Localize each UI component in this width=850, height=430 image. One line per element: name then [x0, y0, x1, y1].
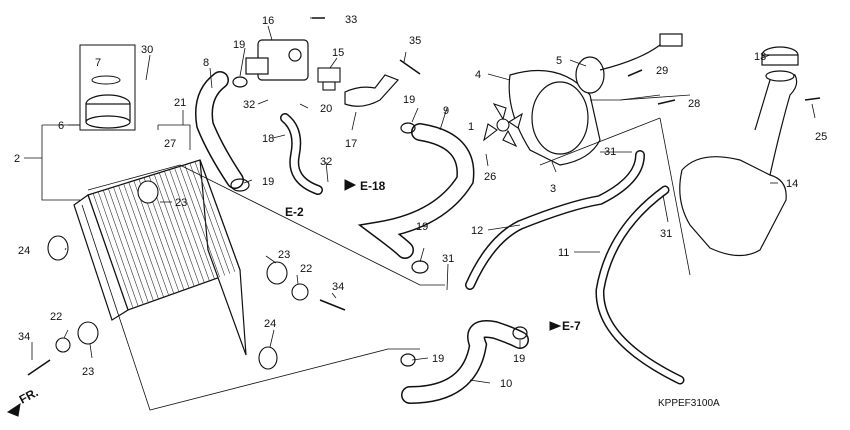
part-label-2: 2: [14, 153, 20, 165]
part-label-30: 30: [141, 44, 153, 56]
part-label-15: 15: [332, 47, 344, 59]
part-label-10: 10: [500, 378, 512, 390]
part-label-6: 6: [58, 120, 64, 132]
fan-shroud: [508, 33, 683, 166]
hose-11-inner: [596, 187, 683, 383]
reference-arrows: [6, 179, 562, 417]
part-group-box-6: [79, 44, 136, 131]
water-pipe: [344, 74, 400, 107]
part-label-8: 8: [203, 57, 209, 69]
o-ring-7: [91, 75, 121, 85]
hose-18-inner: [281, 114, 322, 194]
part-label-18: 18: [262, 133, 274, 145]
radiator-fin: [108, 188, 149, 303]
part-label-32b: 32: [320, 156, 332, 168]
part-label-1: 1: [468, 121, 474, 133]
radiator-fin: [92, 193, 134, 309]
part-label-24a: 24: [18, 245, 30, 257]
radiator-fin: [113, 186, 154, 302]
radiator-fin: [97, 191, 139, 307]
part-label-4: 4: [475, 69, 481, 81]
radiator-fin: [174, 167, 215, 280]
hose-11: [595, 185, 685, 385]
hose-12-inner: [466, 151, 644, 289]
part-label-19a: 19: [233, 39, 245, 51]
radiator-fin: [158, 172, 200, 285]
part-label-19c: 19: [262, 176, 274, 188]
part-label-35: 35: [409, 35, 421, 47]
part-label-26: 26: [484, 171, 496, 183]
part-label-34a: 34: [332, 281, 344, 293]
part-label-29: 29: [656, 65, 668, 77]
lower-hose-inner: [402, 321, 528, 403]
part-label-28: 28: [688, 98, 700, 110]
radiator-fin: [179, 166, 220, 278]
thermo-sensor: [317, 67, 341, 91]
reference-e18: E-18: [360, 179, 386, 193]
radiator-fin: [123, 183, 164, 298]
radiator-fin: [153, 174, 195, 287]
reference-e7: E-7: [562, 319, 581, 333]
part-label-9: 9: [443, 105, 449, 117]
thermostat-housing: [245, 39, 309, 81]
radiator-cap: [85, 94, 131, 129]
part-label-23a: 23: [175, 197, 187, 209]
diagram-code: KPPEF3100A: [658, 398, 720, 409]
part-label-31b: 31: [660, 228, 672, 240]
reference-e2: E-2: [285, 205, 304, 219]
radiator-fin: [169, 169, 210, 282]
part-labels: 1 2 3 4 5 6 7 8 9 10 11 12 13 14 15 16 1…: [14, 14, 827, 390]
part-label-11: 11: [558, 247, 569, 259]
hose-8-inner: [196, 72, 243, 188]
radiator-fin: [102, 190, 144, 305]
leader-lines: [24, 17, 816, 411]
part-label-20: 20: [320, 103, 332, 115]
part-label-19d: 19: [416, 221, 428, 233]
part-label-31a: 31: [604, 146, 616, 158]
part-label-22b: 22: [50, 311, 62, 323]
part-label-23b: 23: [278, 249, 290, 261]
radiator-fins: [92, 161, 236, 309]
part-label-16: 16: [262, 15, 274, 27]
part-label-34b: 34: [18, 331, 30, 343]
part-label-22a: 22: [300, 263, 312, 275]
part-label-32a: 32: [243, 99, 255, 111]
part-label-27: 27: [164, 138, 176, 150]
radiator-fin: [184, 164, 226, 276]
part-label-17: 17: [345, 138, 357, 150]
part-label-21: 21: [174, 97, 186, 109]
part-label-12: 12: [471, 225, 483, 237]
radiator-fin: [118, 185, 159, 300]
part-label-3: 3: [550, 183, 556, 195]
part-label-19f: 19: [513, 353, 525, 365]
collars: [55, 283, 309, 353]
part-label-24b: 24: [264, 318, 276, 330]
part-label-19e: 19: [432, 353, 444, 365]
part-label-33: 33: [345, 14, 357, 26]
part-label-23c: 23: [82, 366, 94, 378]
upper-hose-inner: [361, 124, 473, 258]
part-label-14: 14: [786, 178, 798, 190]
part-label-13: 13: [754, 51, 766, 63]
part-label-7: 7: [95, 57, 101, 69]
radiator-fin: [164, 171, 205, 283]
reservoir-cap: [761, 46, 799, 82]
radiator-fin: [128, 182, 170, 296]
radiator-fin: [189, 163, 231, 274]
part-label-25: 25: [815, 131, 827, 143]
part-label-31c: 31: [442, 253, 454, 265]
fan-blade: [483, 103, 523, 148]
radiator-fin: [194, 161, 236, 272]
mount-rubbers: [47, 180, 288, 370]
part-label-19b: 19: [403, 94, 415, 106]
reservoir-tank: [679, 72, 798, 257]
part-label-5: 5: [556, 55, 562, 67]
bolts: [27, 17, 821, 376]
